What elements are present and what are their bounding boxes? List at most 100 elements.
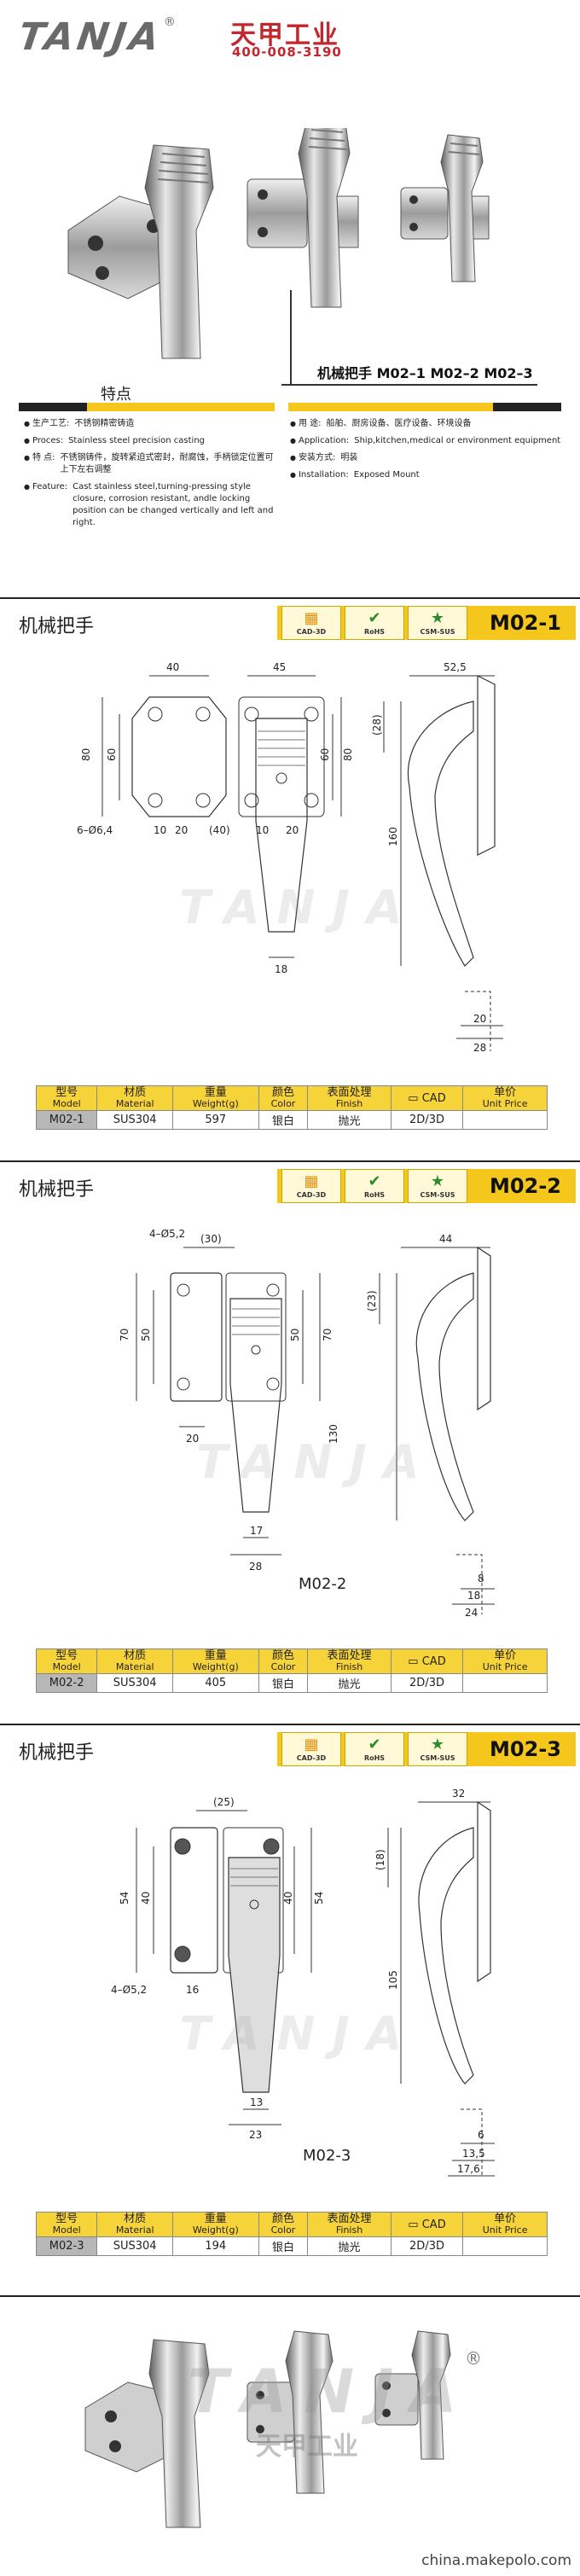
feature-value: Stainless steel precision casting xyxy=(68,436,206,445)
cell-material: SUS304 xyxy=(96,2236,173,2256)
dim-hole: 6–Ø6,4 xyxy=(77,824,113,836)
brand-watermark: TANJA xyxy=(179,881,420,934)
feature-row: Feature:Cast stainless steel,turning-pre… xyxy=(24,481,280,529)
check-icon: ✔ xyxy=(368,1735,381,1753)
cell-material: SUS304 xyxy=(96,1110,173,1130)
features-left-column: 生产工艺:不锈钢精密铸造 Proces:Stainless steel prec… xyxy=(24,418,280,534)
cert-badges: ▦CAD-3D ✔RoHS ★CSM-SUS xyxy=(281,1169,467,1203)
dim-right-outer: 70 xyxy=(322,1329,334,1341)
technical-drawing-m02-3: (25) 32 54 40 40 54 4–Ø5,2 16 13 23 105 … xyxy=(111,1788,495,2178)
col-cad: ▭ CAD xyxy=(390,1085,464,1111)
feature-key: Feature: xyxy=(24,481,72,529)
features-accent-bar-right xyxy=(288,403,561,411)
cell-weight: 194 xyxy=(171,2236,259,2256)
cert-badges: ▦CAD-3D ✔RoHS ★CSM-SUS xyxy=(281,606,467,640)
rohs-badge-label: RoHS xyxy=(363,627,386,636)
dim-top-right: 44 xyxy=(439,1233,452,1245)
dim-top-left: 40 xyxy=(166,661,179,673)
cad-badge-label: CAD-3D xyxy=(296,1190,327,1199)
dim-bottom: 18 xyxy=(275,963,287,975)
dim-side-b3: 8 xyxy=(478,1573,484,1585)
dim-side-b1: 18 xyxy=(467,1590,480,1602)
caption-leader-line xyxy=(290,290,292,384)
cell-color: 银白 xyxy=(258,1110,309,1130)
feature-row: 安装方式:明装 xyxy=(290,452,563,464)
feature-key: Proces: xyxy=(24,435,68,447)
handle-m02-3-render xyxy=(374,2330,451,2460)
csm-badge-label: CSM-SUS xyxy=(420,1190,455,1199)
cell-color: 银白 xyxy=(258,1673,309,1693)
cell-cad: 2D/3D xyxy=(390,1673,464,1693)
feature-row: Proces:Stainless steel precision casting xyxy=(24,435,280,447)
caption-rule xyxy=(281,384,537,386)
dim-top-left: (30) xyxy=(200,1233,222,1245)
brand-watermark: TANJA xyxy=(188,2357,474,2427)
cell-finish: 抛光 xyxy=(307,2236,392,2256)
cad-icon: ▦ xyxy=(304,608,319,627)
col-cad: ▭ CAD xyxy=(390,1649,464,1674)
rohs-badge-label: RoHS xyxy=(363,1753,386,1762)
cell-finish: 抛光 xyxy=(307,1110,392,1130)
handle-m02-2-render xyxy=(246,128,359,308)
dim-side-top: (23) xyxy=(366,1290,378,1311)
cad-icon: ▦ xyxy=(304,1735,319,1753)
cell-model: M02-1 xyxy=(35,1110,98,1130)
dim-right-inner: 60 xyxy=(319,748,331,761)
dim-b1: 20 xyxy=(186,1433,199,1445)
dim-side-b3: 6 xyxy=(478,2129,484,2141)
dim-bottom2: 17 xyxy=(250,1525,263,1537)
csm-badge-label: CSM-SUS xyxy=(420,627,455,636)
brand-logo: TANJA ® xyxy=(15,15,176,60)
brand-watermark-cn: 天甲工业 xyxy=(256,2432,358,2462)
feature-row: Installation:Exposed Mount xyxy=(290,469,563,481)
cell-model: M02-3 xyxy=(35,2236,98,2256)
feature-row: 特 点:不锈钢铸件，旋转紧迫式密封，耐腐蚀，手柄锁定位置可上下左右调整 xyxy=(24,452,280,476)
feature-row: Application:Ship,kitchen,medical or envi… xyxy=(290,435,563,447)
section-m02-3: 机械把手 ▦CAD-3D ✔RoHS ★CSM-SUS M02-3 (25) 3… xyxy=(0,1724,580,2287)
dim-right-outer: 80 xyxy=(342,748,354,761)
dim-side-top: (28) xyxy=(371,714,383,736)
dim-left-inner: 40 xyxy=(140,1892,152,1904)
dim-right-outer: 54 xyxy=(313,1892,325,1904)
cell-model: M02-2 xyxy=(35,1673,98,1693)
feature-value: 不锈钢铸件，旋转紧迫式密封，耐腐蚀，手柄锁定位置可上下左右调整 xyxy=(60,453,274,474)
dim-right-inner: 50 xyxy=(289,1329,301,1341)
csm-badge: ★CSM-SUS xyxy=(408,1169,467,1203)
cell-weight: 597 xyxy=(171,1110,259,1130)
source-watermark: china.makepolo.com xyxy=(421,2552,571,2569)
section-model: M02-3 xyxy=(490,1737,561,1761)
dim-side-b1: 13,5 xyxy=(462,2148,485,2160)
dim-height: 160 xyxy=(387,827,399,846)
dim-left-inner: 60 xyxy=(106,748,118,761)
dim-bottom: 23 xyxy=(249,2129,262,2141)
col-cad: ▭ CAD xyxy=(390,2212,464,2237)
brand-reg-mark: ® xyxy=(163,15,176,29)
file-icon: ▭ xyxy=(408,1654,422,1668)
star-icon: ★ xyxy=(430,608,445,627)
rohs-badge: ✔RoHS xyxy=(345,1732,404,1766)
dim-side-top: (18) xyxy=(374,1849,386,1870)
dim-left-inner: 50 xyxy=(140,1329,152,1341)
dim-top-right: 52,5 xyxy=(444,661,467,673)
dim-hole: 4–Ø5,2 xyxy=(111,1984,147,1996)
feature-row: 用 途:船舶、厨房设备、医疗设备、环境设备 xyxy=(290,418,563,430)
handle-m02-3-render xyxy=(400,134,490,282)
section-model: M02-1 xyxy=(490,611,561,635)
cell-color: 银白 xyxy=(258,2236,309,2256)
dim-height: 130 xyxy=(328,1424,339,1444)
